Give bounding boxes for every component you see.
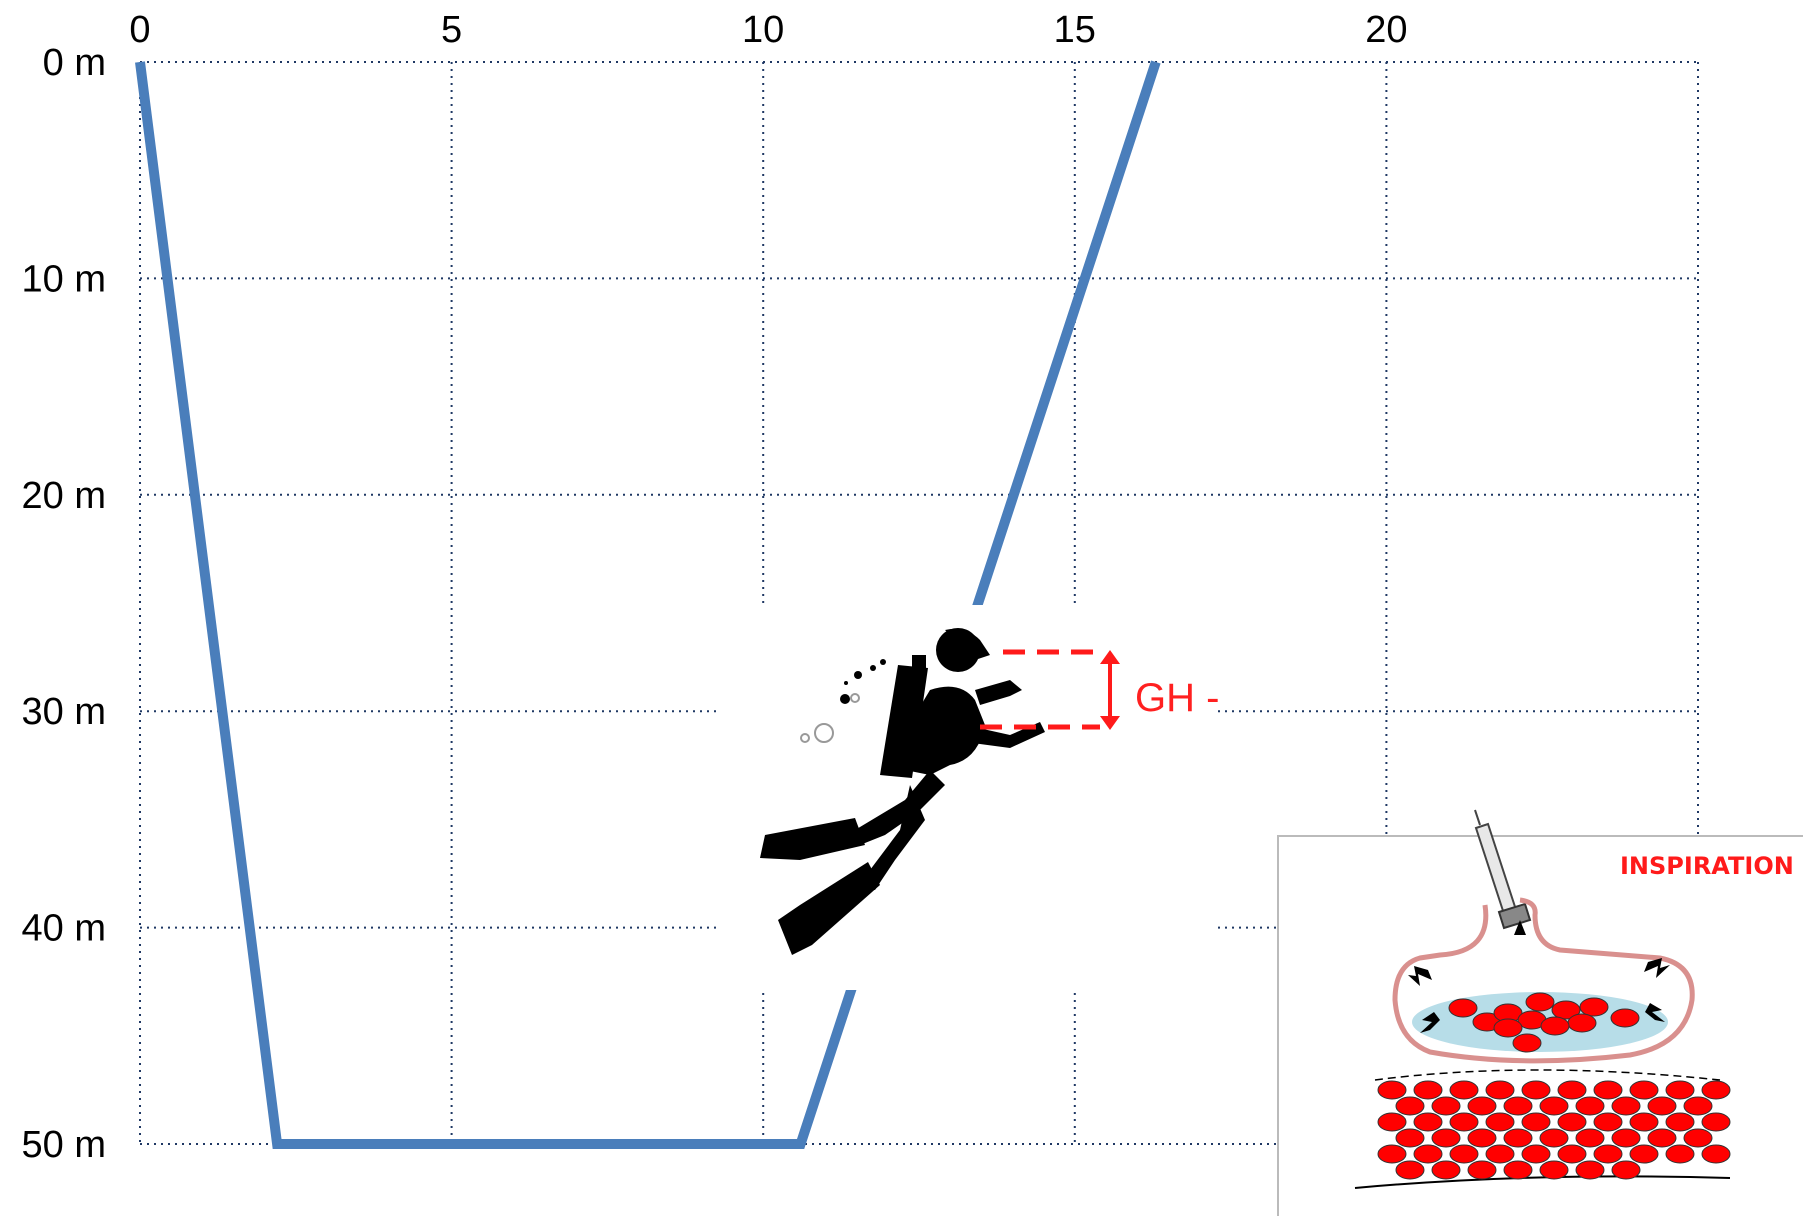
- inspiration-label: INSPIRATION: [1620, 852, 1794, 880]
- pressure-arrow-icon: [1408, 920, 1670, 1033]
- red-cell: [1525, 992, 1555, 1012]
- red-cell: [1665, 1080, 1695, 1100]
- red-cell: [1593, 1080, 1623, 1100]
- x-tick-label: 10: [742, 9, 784, 51]
- red-cell: [1377, 1080, 1407, 1100]
- red-cell: [1610, 1008, 1640, 1028]
- alveolus-wall: [1392, 897, 1695, 1064]
- y-tick-label: 10 m: [22, 258, 106, 300]
- red-cell: [1431, 1160, 1461, 1180]
- x-axis-tick-labels: 0 5 10 15 20: [129, 9, 1407, 51]
- scuba-diver-icon: [760, 628, 1045, 955]
- red-cell: [1413, 1112, 1443, 1132]
- red-cell: [1611, 1096, 1641, 1116]
- y-tick-label: 40 m: [22, 908, 106, 950]
- red-cell: [1579, 997, 1609, 1017]
- red-cell: [1512, 1033, 1542, 1053]
- capillary-red-cells: [1377, 1080, 1731, 1180]
- red-cell: [1665, 1112, 1695, 1132]
- alveolar-red-cells: [1448, 992, 1640, 1053]
- red-cell: [1377, 1144, 1407, 1164]
- red-cell: [1377, 1112, 1407, 1132]
- y-axis-tick-labels: 0 m 10 m 20 m 30 m 40 m 50 m: [22, 42, 106, 1166]
- red-cell: [1503, 1096, 1533, 1116]
- gh-annotation: GH -: [980, 649, 1219, 730]
- red-cell: [1485, 1144, 1515, 1164]
- red-cell: [1521, 1080, 1551, 1100]
- red-cell: [1395, 1160, 1425, 1180]
- inspiration-inset: INSPIRATION: [1277, 809, 1803, 1216]
- red-cell: [1431, 1096, 1461, 1116]
- red-cell: [1701, 1112, 1731, 1132]
- red-cell: [1485, 1080, 1515, 1100]
- red-cell: [1449, 1112, 1479, 1132]
- red-cell: [1575, 1128, 1605, 1148]
- red-cell: [1575, 1096, 1605, 1116]
- red-cell: [1551, 1000, 1581, 1020]
- red-cell: [1540, 1016, 1570, 1036]
- red-cell: [1467, 1160, 1497, 1180]
- x-tick-label: 15: [1054, 9, 1096, 51]
- red-cell: [1611, 1128, 1641, 1148]
- red-cell: [1493, 1018, 1523, 1038]
- capillary-top: [1374, 1069, 1721, 1081]
- red-cell: [1449, 1144, 1479, 1164]
- red-cell: [1503, 1128, 1533, 1148]
- y-tick-label: 20 m: [22, 475, 106, 517]
- red-cell: [1629, 1112, 1659, 1132]
- red-cell: [1413, 1144, 1443, 1164]
- red-cell: [1575, 1160, 1605, 1180]
- red-cell: [1539, 1128, 1569, 1148]
- red-cell: [1557, 1112, 1587, 1132]
- red-cell: [1665, 1144, 1695, 1164]
- red-cell: [1431, 1128, 1461, 1148]
- red-cell: [1413, 1080, 1443, 1100]
- red-cell: [1395, 1128, 1425, 1148]
- x-tick-label: 20: [1365, 9, 1407, 51]
- red-cell: [1683, 1128, 1713, 1148]
- y-tick-label: 30 m: [22, 691, 106, 733]
- red-cell: [1395, 1096, 1425, 1116]
- dive-profile-line: [135, 60, 1161, 1149]
- syringe-icon: [1474, 809, 1532, 930]
- red-cell: [1567, 1013, 1597, 1033]
- y-tick-label: 0 m: [43, 42, 106, 84]
- gh-label: GH -: [1135, 676, 1219, 720]
- red-cell: [1467, 1096, 1497, 1116]
- red-cell: [1629, 1080, 1659, 1100]
- red-cell: [1521, 1144, 1551, 1164]
- red-cell: [1503, 1160, 1533, 1180]
- red-cell: [1611, 1160, 1641, 1180]
- red-cell: [1467, 1128, 1497, 1148]
- red-cell: [1593, 1112, 1623, 1132]
- red-cell: [1647, 1096, 1677, 1116]
- red-cell: [1521, 1112, 1551, 1132]
- red-cell: [1448, 998, 1478, 1018]
- red-cell: [1629, 1144, 1659, 1164]
- capillary-bottom: [1354, 1175, 1731, 1189]
- red-cell: [1449, 1080, 1479, 1100]
- red-cell: [1539, 1160, 1569, 1180]
- x-tick-label: 0: [129, 9, 150, 51]
- red-cell: [1539, 1096, 1569, 1116]
- y-tick-label: 50 m: [22, 1124, 106, 1166]
- red-cell: [1683, 1096, 1713, 1116]
- red-cell: [1593, 1144, 1623, 1164]
- red-cell: [1647, 1128, 1677, 1148]
- red-cell: [1701, 1144, 1731, 1164]
- red-cell: [1485, 1112, 1515, 1132]
- red-cell: [1701, 1080, 1731, 1100]
- red-cell: [1557, 1144, 1587, 1164]
- x-tick-label: 5: [441, 9, 462, 51]
- red-cell: [1557, 1080, 1587, 1100]
